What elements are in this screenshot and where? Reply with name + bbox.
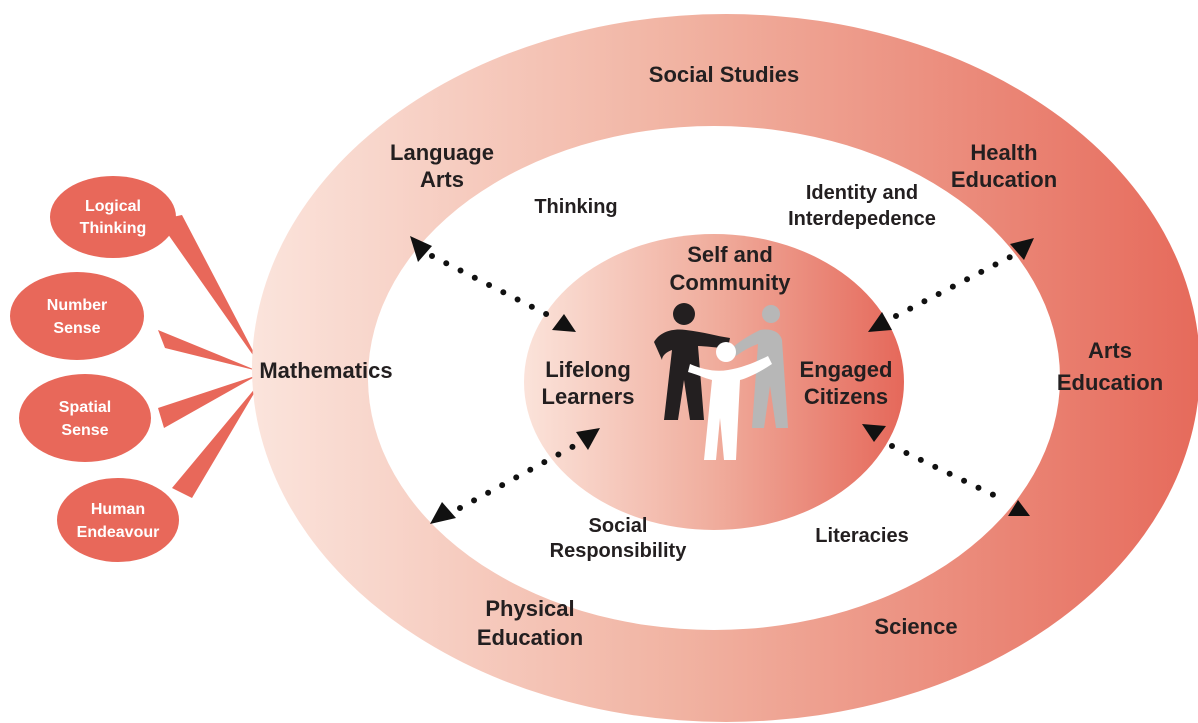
bubble-number-sense-line1: Number [47,297,107,314]
bubble-logical-thinking-line2: Thinking [80,220,147,237]
label-literacies: Literacies [815,525,908,547]
bubble-number-sense-line2: Sense [53,320,100,337]
label-mathematics: Mathematics [259,358,392,383]
bubble-spatial-sense-line1: Spatial [59,399,111,416]
label-social-responsibility-line2: Responsibility [550,540,688,562]
bubble-logical-thinking: Logical Thinking [50,176,176,258]
label-identity-line1: Identity and [806,182,918,204]
label-self-community-line1: Self and [687,242,773,267]
bubble-spatial-sense: Spatial Sense [19,374,151,462]
bubble-human-endeavour-line1: Human [91,501,145,518]
label-thinking: Thinking [534,196,617,218]
label-arts-education-line1: Arts [1088,338,1132,363]
label-language-arts-line1: Language [390,140,494,165]
bubble-logical-thinking-line1: Logical [85,198,141,215]
label-social-studies: Social Studies [649,62,799,87]
bubble-pointers [158,215,262,498]
arrow-upper-right [868,238,1034,332]
people-figures-icon [654,303,788,460]
bubble-human-endeavour: Human Endeavour [57,478,179,562]
label-language-arts-line2: Arts [420,167,464,192]
label-health-education-line1: Health [970,140,1037,165]
label-engaged-citizens-line1: Engaged [800,357,893,382]
label-lifelong-learners-line2: Learners [542,384,635,409]
pointer-number-sense [158,330,258,371]
label-social-responsibility-line1: Social [589,515,648,537]
label-physical-education-line2: Education [477,625,583,650]
label-arts-education-line2: Education [1057,370,1163,395]
dotted-arrows [410,236,1034,524]
label-self-community-line2: Community [670,270,792,295]
label-identity-line2: Interdepedence [788,208,936,230]
label-health-education-line2: Education [951,167,1057,192]
arrow-lower-right [862,424,1030,516]
label-science: Science [874,614,957,639]
pointer-human-endeavour [172,380,262,498]
pointer-logical-thinking [158,215,262,368]
arrow-lower-left [430,428,600,524]
arrow-upper-left [410,236,576,332]
label-engaged-citizens-line2: Citizens [804,384,888,409]
bubble-spatial-sense-line2: Sense [61,422,108,439]
label-lifelong-learners-line1: Lifelong [545,357,631,382]
bubble-human-endeavour-line2: Endeavour [77,524,160,541]
label-physical-education-line1: Physical [485,596,574,621]
pointer-spatial-sense [158,375,258,428]
bubble-number-sense: Number Sense [10,272,144,360]
